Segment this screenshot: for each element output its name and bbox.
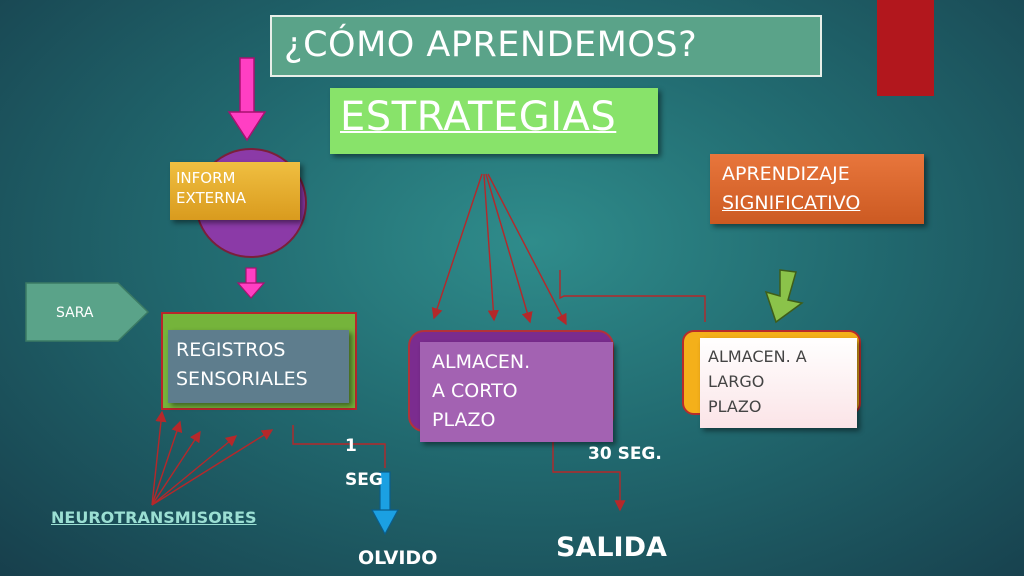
pink-arrow-top (227, 57, 267, 142)
olvido-label: OLVIDO (358, 547, 438, 569)
pink-arrow-small (236, 267, 266, 299)
info-line-1: INFORM (176, 169, 236, 187)
largo-line-2: LARGO (708, 372, 765, 391)
green-arrow (764, 269, 804, 324)
title-box: ¿CÓMO APRENDEMOS? (270, 15, 822, 77)
corto-line-1: ALMACEN. (432, 351, 531, 373)
largo-line-3: PLAZO (708, 397, 762, 416)
largo-plazo-box: ALMACEN. A LARGO PLAZO (700, 338, 857, 428)
aprendizaje-line-1: APRENDIZAJE (722, 163, 850, 185)
significativo-link[interactable]: SIGNIFICATIVO (722, 192, 861, 214)
one-seg-unit: SEG (345, 470, 383, 490)
largo-line-1: ALMACEN. A (708, 347, 807, 366)
salida-connector (552, 432, 626, 512)
aprendizaje-box: APRENDIZAJE SIGNIFICATIVO (710, 154, 924, 224)
strategy-fan-lines (431, 173, 567, 326)
one-seg-connector (292, 425, 386, 468)
registros-sensoriales-box: REGISTROS SENSORIALES (168, 330, 349, 403)
info-line-2: EXTERNA (176, 189, 247, 207)
one-seg-number: 1 (345, 436, 357, 456)
sara-chevron (25, 282, 150, 342)
page-title: ¿CÓMO APRENDEMOS? (284, 25, 698, 65)
neurotransmisores-link[interactable]: NEUROTRANSMISORES (51, 508, 257, 527)
sara-label: SARA (56, 305, 94, 321)
blue-arrow (370, 471, 400, 536)
bracket-corto-largo (559, 270, 706, 322)
corto-plazo-box: ALMACEN. A CORTO PLAZO (420, 342, 613, 442)
strategies-label[interactable]: ESTRATEGIAS (340, 94, 617, 140)
strategies-box (330, 88, 658, 154)
decorative-red-bar (877, 0, 934, 96)
corto-line-3: PLAZO (432, 409, 496, 431)
registros-line-2: SENSORIALES (176, 368, 308, 390)
corto-line-2: A CORTO (432, 380, 518, 402)
salida-label: SALIDA (556, 532, 667, 563)
registros-line-1: REGISTROS (176, 339, 286, 361)
thirty-seg-label: 30 SEG. (588, 444, 662, 464)
info-externa-box: INFORM EXTERNA (170, 162, 300, 220)
neuro-lines (151, 410, 274, 506)
